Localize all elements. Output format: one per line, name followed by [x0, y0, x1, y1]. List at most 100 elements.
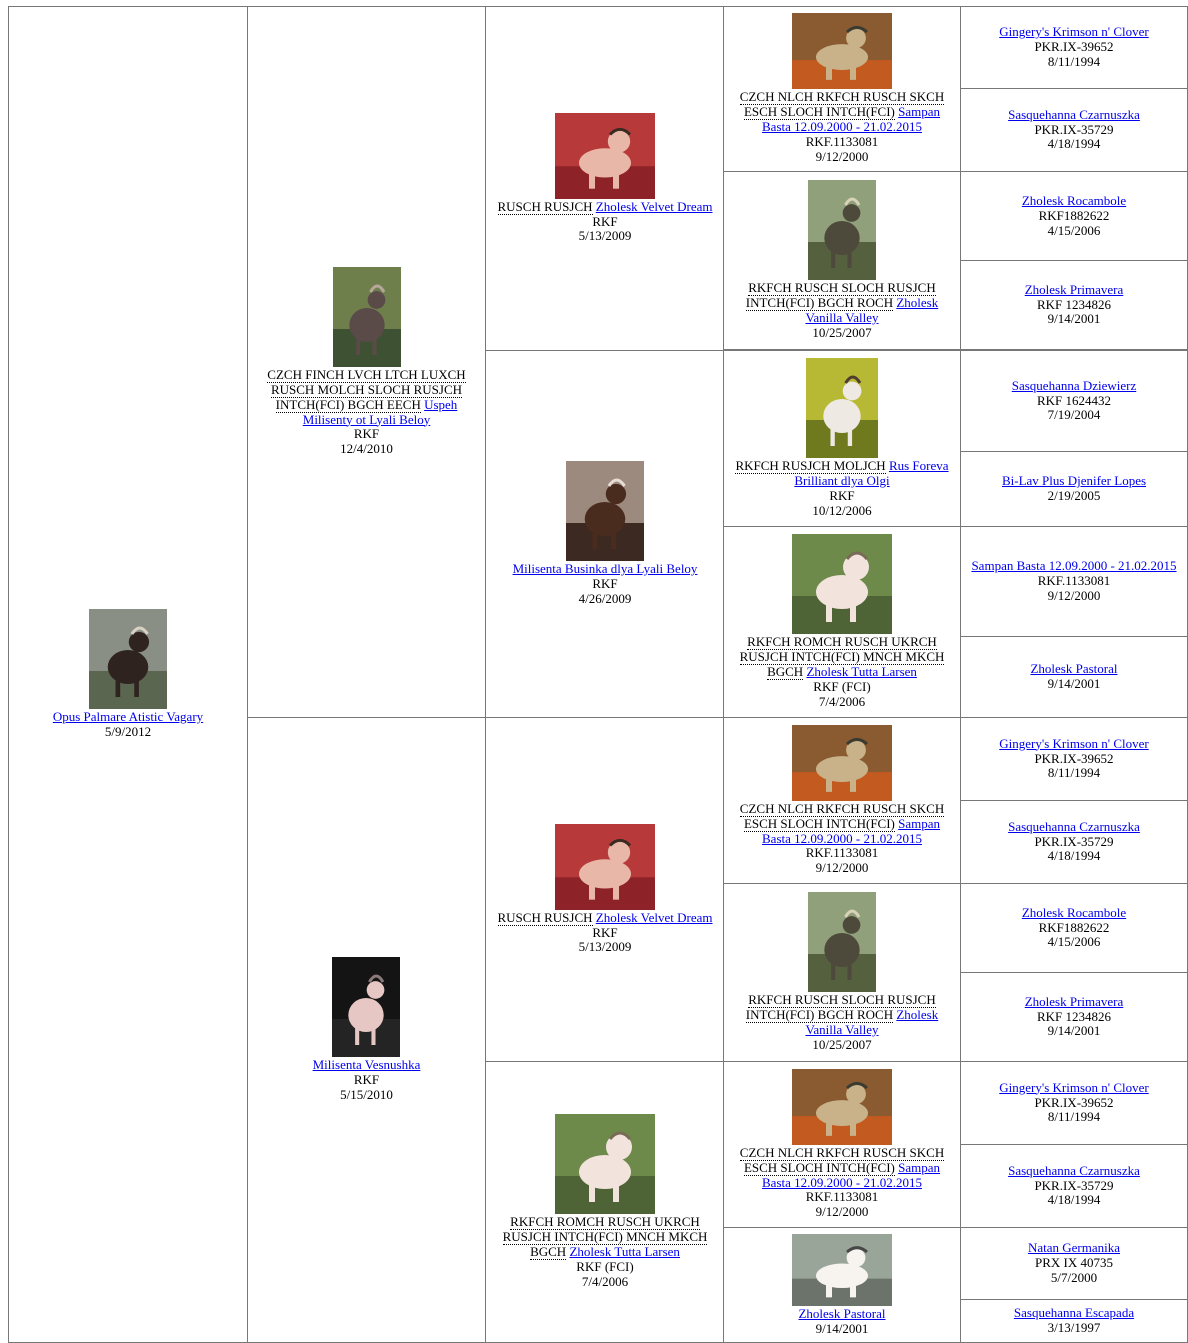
pedigree-cell: RKFCH RUSJCH MOLJCH Rus Foreva Brilliant…: [723, 350, 961, 527]
dog-photo[interactable]: [808, 180, 876, 281]
dog-name-link[interactable]: Zholesk Primavera: [1024, 281, 1124, 297]
birth-date: 4/15/2006: [1047, 934, 1101, 950]
dog-name-link[interactable]: Zholesk Vanilla Valley: [805, 295, 939, 325]
dog-name-link[interactable]: Opus Palmare Atistic Vagary: [52, 709, 204, 725]
dog-entry: CZCH NLCH RKFCH RUSCH SKCH ESCH SLOCH IN…: [724, 724, 960, 877]
dog-name-line: Zholesk Primavera: [1024, 993, 1124, 1010]
dog-name-line: Milisenta Vesnushka: [312, 1057, 421, 1073]
registration-number: RKF: [829, 488, 855, 503]
dog-photo[interactable]: [792, 13, 892, 90]
dog-titles: CZCH FINCH LVCH LTCH LUXCH RUSCH MOLCH S…: [267, 366, 466, 413]
birth-date: 5/13/2009: [578, 228, 632, 244]
dog-name-link[interactable]: Sampan Basta 12.09.2000 - 21.02.2015: [762, 104, 941, 135]
dog-photo[interactable]: [792, 1068, 892, 1145]
dog-name-link[interactable]: Milisenta Vesnushka: [312, 1057, 421, 1073]
dog-name-link[interactable]: Gingery's Krimson n' Clover: [999, 24, 1149, 40]
registration-number: RKF: [592, 924, 618, 940]
registration-number: PKR.IX-39652: [1034, 1094, 1114, 1110]
dog-name-link[interactable]: Uspeh Milisenty ot Lyali Beloy: [302, 396, 458, 427]
dog-name-link[interactable]: Rus Foreva Brilliant dlya Olgi: [794, 458, 949, 489]
dog-name-link[interactable]: Gingery's Krimson n' Clover: [999, 735, 1149, 751]
dog-name-link[interactable]: Zholesk Pastoral: [1030, 661, 1118, 677]
dog-photo[interactable]: [555, 1114, 655, 1215]
dog-photo[interactable]: [88, 609, 167, 710]
dog-name-link[interactable]: Zholesk Velvet Dream: [595, 909, 713, 925]
pedigree-cell: RKFCH ROMCH RUSCH UKRCH RUSJCH INTCH(FCI…: [723, 526, 961, 718]
pedigree-cell: CZCH NLCH RKFCH RUSCH SKCH ESCH SLOCH IN…: [723, 6, 961, 172]
dog-photo[interactable]: [808, 892, 876, 993]
dog-name-link[interactable]: Sasquehanna Escapada: [1013, 1305, 1135, 1321]
dog-name-link[interactable]: Natan Germanika: [1027, 1240, 1121, 1256]
birth-date: 5/13/2009: [578, 939, 632, 955]
dog-photo[interactable]: [555, 823, 655, 910]
dog-name-link[interactable]: Sasquehanna Czarnuszka: [1008, 106, 1140, 122]
dog-name-link[interactable]: Sampan Basta 12.09.2000 - 21.02.2015: [762, 815, 941, 846]
dog-photo[interactable]: [792, 1233, 892, 1306]
birth-date: 4/18/1994: [1047, 848, 1101, 864]
dog-titles: RUSCH RUSJCH: [497, 909, 593, 926]
birth-date: 9/12/2000: [1047, 587, 1101, 603]
dog-name-link[interactable]: Zholesk Tutta Larsen: [569, 1244, 680, 1260]
registration-number: RKF1882622: [1038, 919, 1110, 935]
dog-name-link[interactable]: Zholesk Tutta Larsen: [806, 664, 917, 680]
dog-photo[interactable]: [792, 534, 892, 635]
dog-photo[interactable]: [332, 957, 401, 1058]
dog-titles: RKFCH RUSJCH MOLJCH: [735, 458, 886, 475]
dog-photo[interactable]: [792, 724, 892, 801]
dog-name-link[interactable]: Zholesk Rocambole: [1021, 193, 1127, 209]
dog-name-link[interactable]: Sasquehanna Dziewierz: [1011, 377, 1137, 393]
dog-name-line: Zholesk Pastoral: [1030, 661, 1118, 677]
dog-photo[interactable]: [332, 266, 401, 367]
dog-name-line: Opus Palmare Atistic Vagary: [52, 709, 204, 725]
dog-name-link[interactable]: Sasquehanna Czarnuszka: [1008, 1162, 1140, 1178]
dog-name-line: Sampan Basta 12.09.2000 - 21.02.2015: [971, 558, 1177, 574]
dog-photo[interactable]: [566, 461, 644, 562]
dog-name-link[interactable]: Zholesk Rocambole: [1021, 904, 1127, 920]
registration-number: RKF: [592, 213, 618, 229]
birth-date: 10/25/2007: [812, 1036, 872, 1052]
dog-name-link[interactable]: Sampan Basta 12.09.2000 - 21.02.2015: [762, 1159, 941, 1190]
dog-name-link[interactable]: Zholesk Velvet Dream: [595, 198, 713, 214]
dog-name-link[interactable]: Gingery's Krimson n' Clover: [999, 1079, 1149, 1095]
dog-name-link[interactable]: Zholesk Pastoral: [798, 1305, 886, 1321]
dog-name-link[interactable]: Sasquehanna Czarnuszka: [1008, 818, 1140, 834]
dog-name-line: Zholesk Rocambole: [1021, 904, 1127, 921]
dog-photo[interactable]: [806, 358, 878, 459]
dog-entry: RKFCH RUSJCH MOLJCH Rus Foreva Brilliant…: [724, 358, 960, 519]
dog-name-link[interactable]: Sampan Basta 12.09.2000 - 21.02.2015: [971, 558, 1177, 574]
birth-date: 9/14/2001: [1047, 311, 1101, 327]
registration-number: RKF 1234826: [1036, 296, 1112, 312]
dog-name-line: Gingery's Krimson n' Clover: [999, 24, 1149, 40]
dog-name-link[interactable]: Milisenta Businka dlya Lyali Beloy: [512, 561, 698, 577]
dog-name-line: CZCH NLCH RKFCH RUSCH SKCH ESCH SLOCH IN…: [728, 89, 956, 135]
dog-name-link[interactable]: Bi-Lav Plus Djenifer Lopes: [1001, 473, 1147, 489]
dog-name-line: Gingery's Krimson n' Clover: [999, 1079, 1149, 1096]
birth-date: 10/25/2007: [812, 324, 872, 340]
registration-number: RKF (FCI): [813, 678, 871, 694]
birth-date: 9/12/2000: [815, 860, 869, 876]
dog-photo[interactable]: [555, 112, 655, 199]
dog-name-link[interactable]: Zholesk Primavera: [1024, 993, 1124, 1009]
pedigree-cell: RKFCH RUSCH SLOCH RUSJCH INTCH(FCI) BGCH…: [723, 171, 961, 350]
dog-name-link[interactable]: Zholesk Vanilla Valley: [805, 1007, 939, 1037]
birth-date: 8/11/1994: [1047, 765, 1101, 781]
